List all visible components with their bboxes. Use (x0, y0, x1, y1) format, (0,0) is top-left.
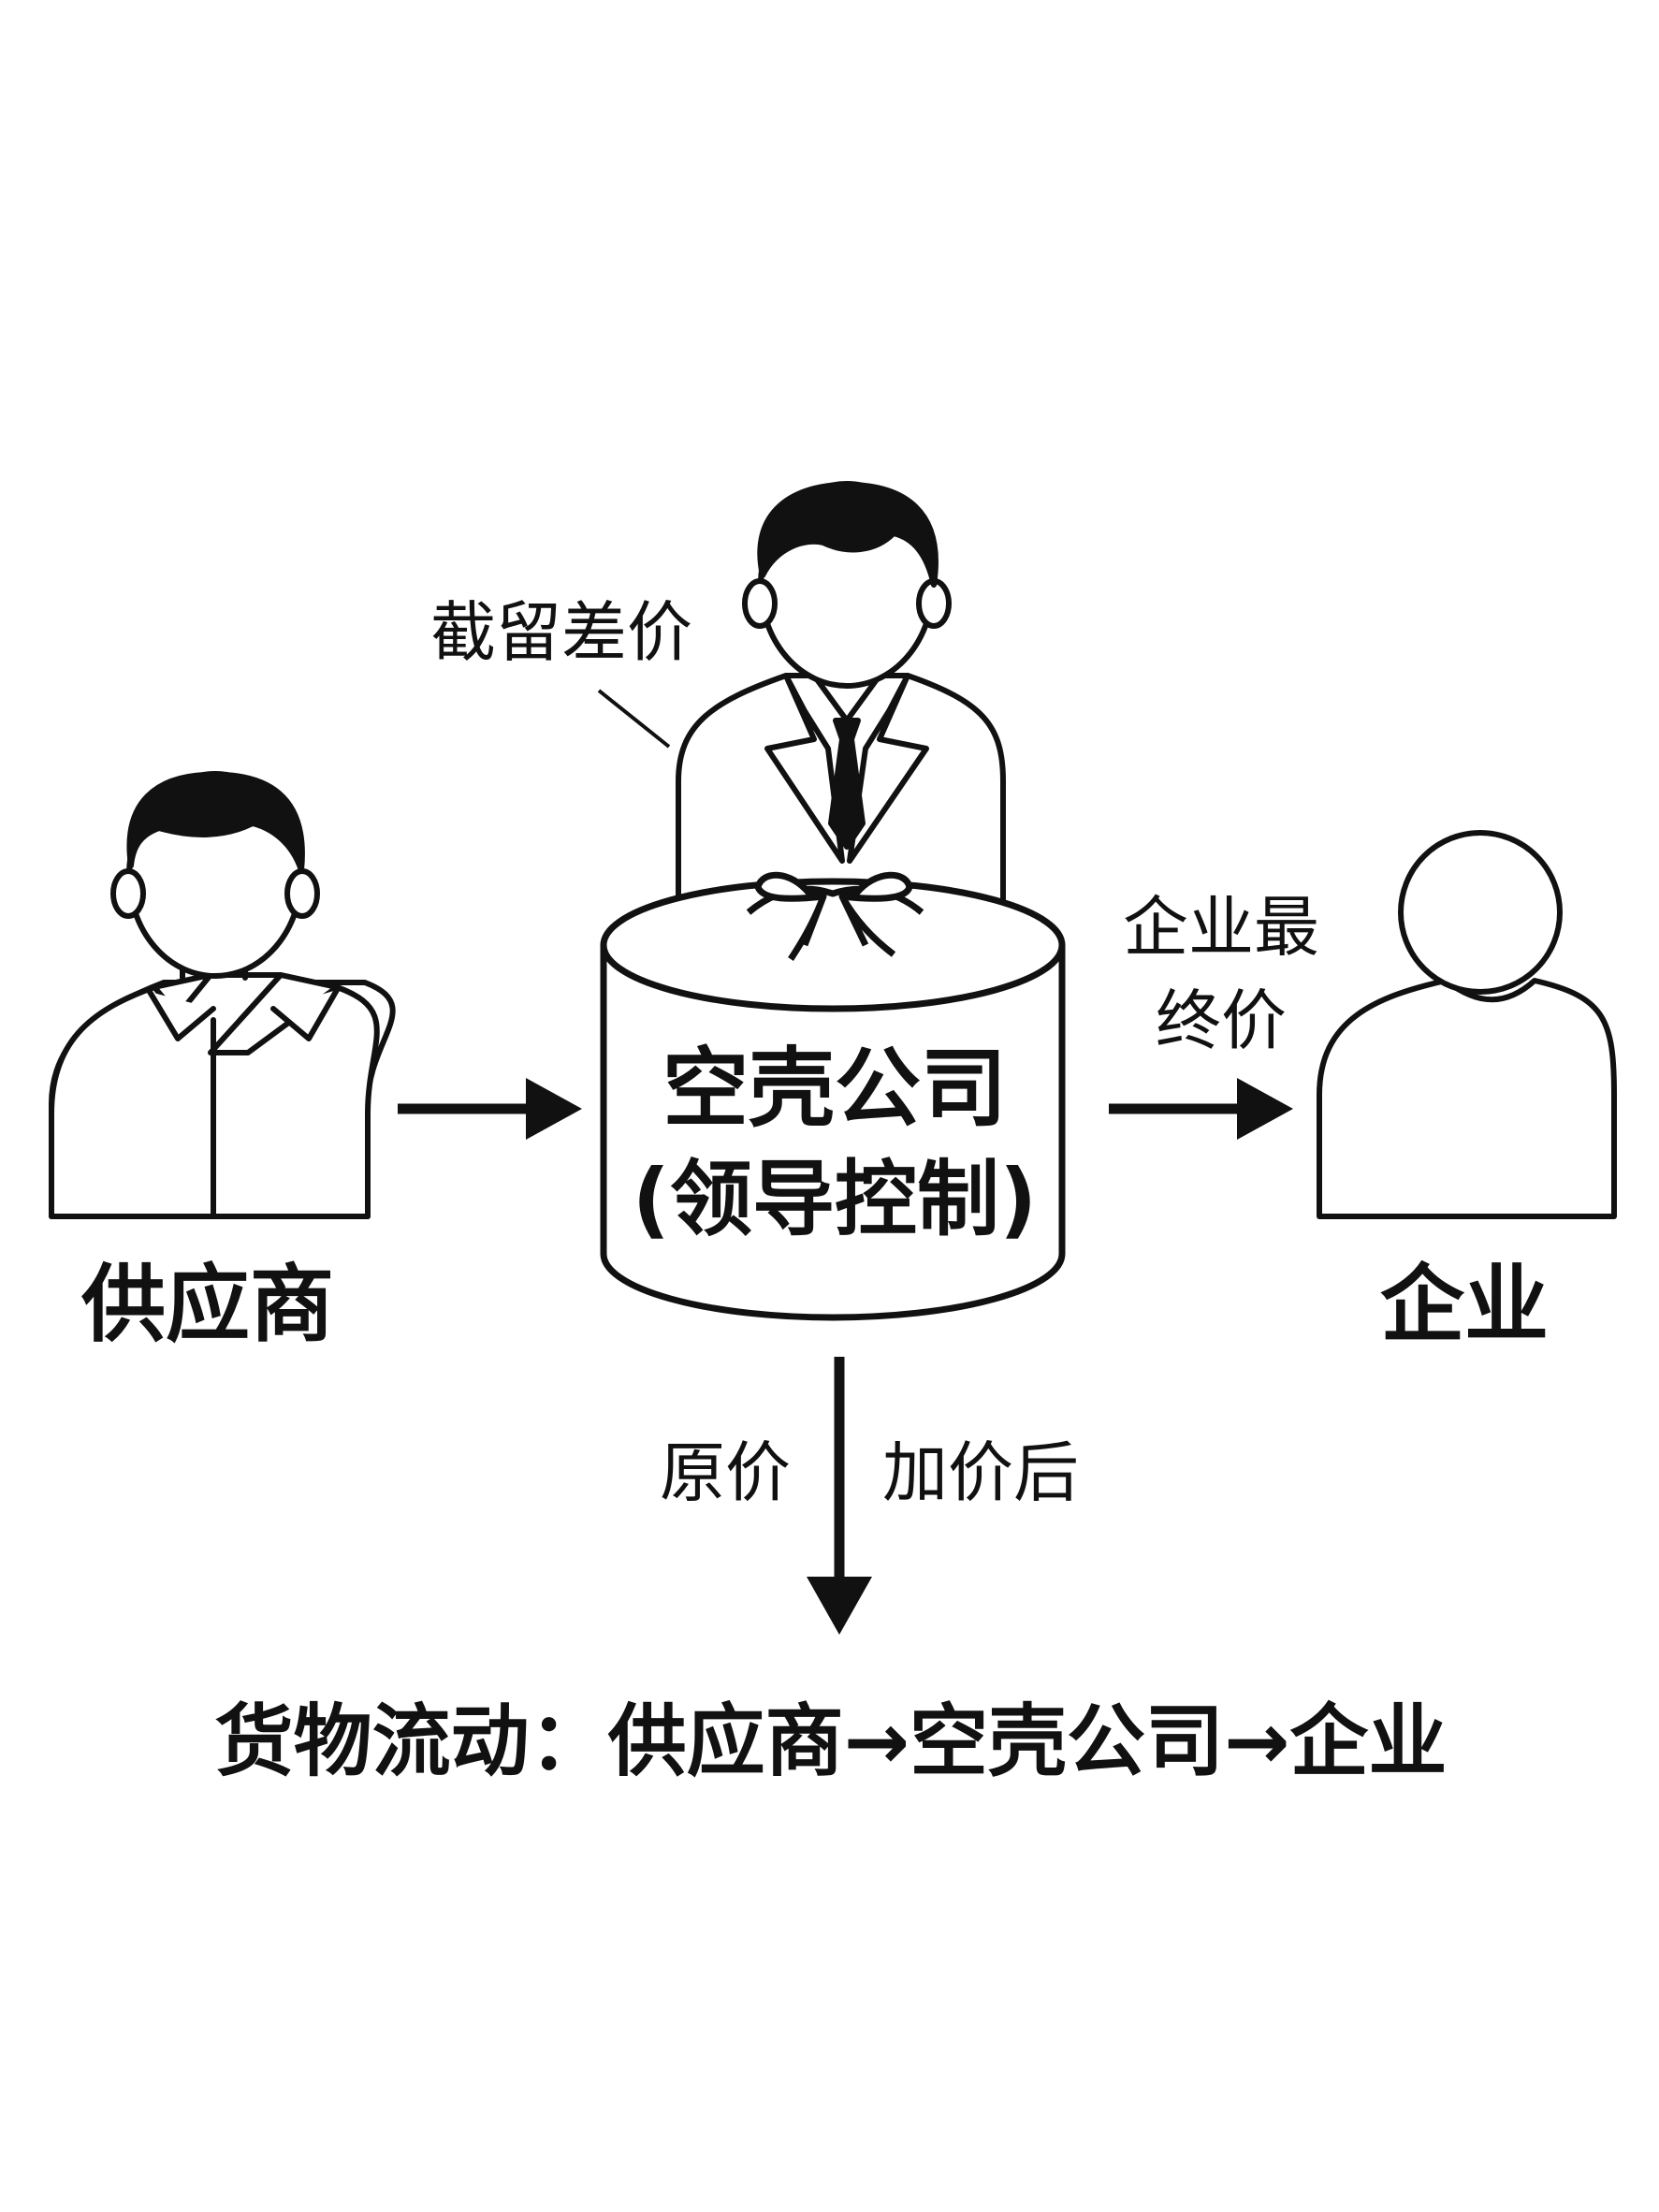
shell-company-label-line2: (领导控制) (633, 1151, 1037, 1247)
enterprise-final-price-line2: 终价 (1156, 982, 1287, 1059)
enterprise-head (1398, 830, 1563, 995)
original-price-label: 原价 (660, 1434, 791, 1511)
intercept-difference-label: 截留差价 (430, 594, 692, 671)
arrow-shell-to-enterprise (1109, 1078, 1293, 1140)
supplier-hair (126, 771, 305, 873)
intercept-pointer-line (597, 689, 671, 749)
enterprise-label: 企业 (1380, 1256, 1549, 1354)
goods-flow-caption: 货物流动：供应商→空壳公司→企业 (215, 1695, 1448, 1787)
supplier-label: 供应商 (81, 1256, 334, 1354)
leader-figure (676, 481, 1006, 906)
leader-tie (828, 718, 866, 850)
supplier-figure (49, 771, 396, 1219)
drum-top (600, 878, 1066, 1012)
shell-company-drum (600, 871, 1066, 1321)
arrow-goods-down (807, 1357, 872, 1635)
leader-hair (757, 482, 939, 588)
marked-up-price-label: 加价后 (882, 1434, 1079, 1511)
enterprise-torso (1317, 978, 1617, 1219)
arrow-supplier-to-shell (398, 1078, 582, 1140)
enterprise-figure (1317, 830, 1617, 1219)
enterprise-final-price-line1: 企业最 (1123, 889, 1319, 966)
shell-company-label-line1: 空壳公司 (662, 1039, 1007, 1139)
